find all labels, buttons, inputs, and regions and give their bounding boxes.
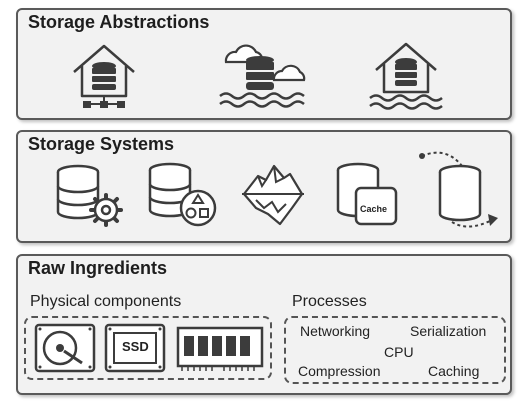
cache-icon — [336, 162, 398, 226]
storage-systems-panel: Storage Systems — [16, 130, 512, 243]
database-settings-icon — [56, 164, 123, 227]
database-shapes-icon — [148, 162, 217, 227]
storage-systems-title: Storage Systems — [28, 134, 175, 154]
process-networking: Networking — [300, 323, 371, 339]
ssd-icon — [104, 323, 166, 373]
cylinder-move-icon — [419, 151, 498, 228]
ssd-label: SSD — [122, 339, 149, 354]
process-serialization: Serialization — [410, 323, 487, 339]
physical-components-box: SSD — [24, 316, 272, 380]
raw-ingredients-panel: Raw Ingredients Physical components Proc… — [16, 254, 512, 395]
physical-components-label: Physical components — [30, 293, 182, 310]
process-compression: Compression — [298, 363, 381, 379]
storage-abstractions-title: Storage Abstractions — [28, 12, 210, 32]
data-warehouse-icon — [73, 44, 135, 108]
processes-box: Networking Serialization CPU Compression… — [284, 316, 506, 384]
hard-drive-icon — [34, 323, 96, 373]
storage-abstractions-panel: Storage Abstractions — [16, 8, 512, 120]
process-caching: Caching — [428, 363, 480, 379]
process-cpu: CPU — [384, 344, 414, 360]
cache-label: Cache — [360, 204, 388, 214]
iceberg-icon — [242, 164, 304, 226]
data-lake-icon — [219, 44, 306, 108]
processes-label: Processes — [292, 293, 367, 310]
ram-icon — [176, 326, 264, 371]
raw-ingredients-title: Raw Ingredients — [28, 258, 168, 278]
data-lakehouse-icon — [369, 42, 443, 110]
